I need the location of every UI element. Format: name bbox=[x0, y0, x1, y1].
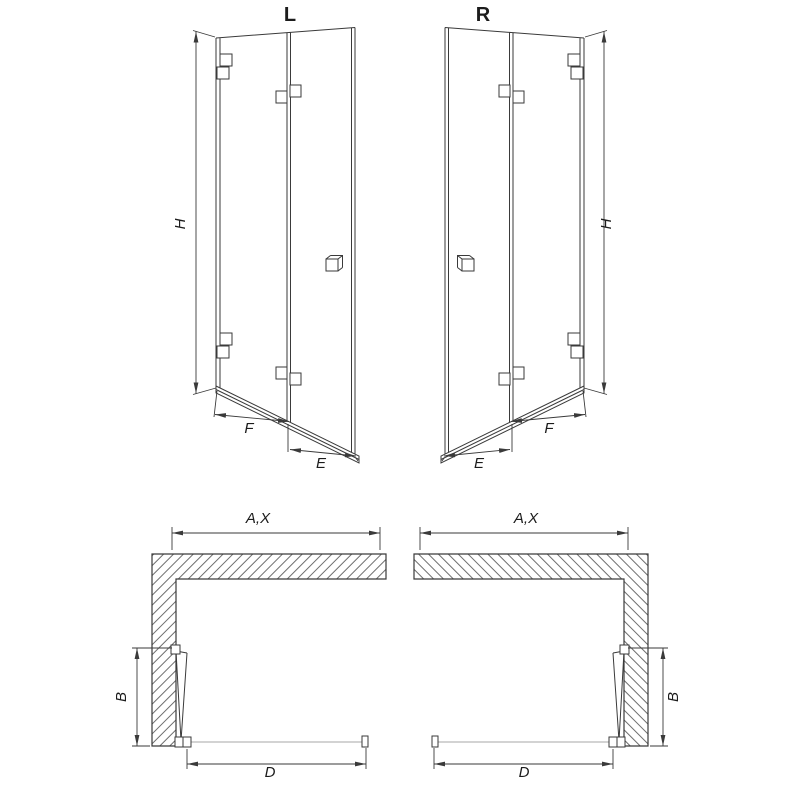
dim-label-projection-right: B bbox=[665, 692, 682, 702]
dim-label-installation-width-right: A,X bbox=[513, 510, 539, 527]
dim-label-entry-width-right: D bbox=[519, 764, 530, 781]
dim-label-fixed-panel-right: E bbox=[474, 455, 485, 472]
dim-label-fixed-panel-left: E bbox=[316, 455, 327, 472]
dim-label-entry-width-left: D bbox=[265, 764, 276, 781]
variant-label-left: L bbox=[284, 4, 296, 26]
left-plan-drawing bbox=[132, 527, 386, 769]
dim-label-installation-width-left: A,X bbox=[245, 510, 271, 527]
right-elevation-drawing bbox=[441, 28, 607, 464]
labels-layer: L R H H F E F E A,X A,X B B D D bbox=[113, 4, 682, 781]
dim-label-door-panel-left: F bbox=[244, 420, 254, 437]
dim-label-height-left: H bbox=[172, 218, 189, 229]
variant-label-right: R bbox=[476, 4, 491, 26]
dim-label-height-right: H bbox=[598, 218, 615, 229]
left-elevation-drawing bbox=[193, 28, 359, 464]
dim-label-door-panel-right: F bbox=[544, 420, 554, 437]
dim-label-projection-left: B bbox=[113, 692, 130, 702]
right-plan-drawing bbox=[414, 527, 668, 769]
